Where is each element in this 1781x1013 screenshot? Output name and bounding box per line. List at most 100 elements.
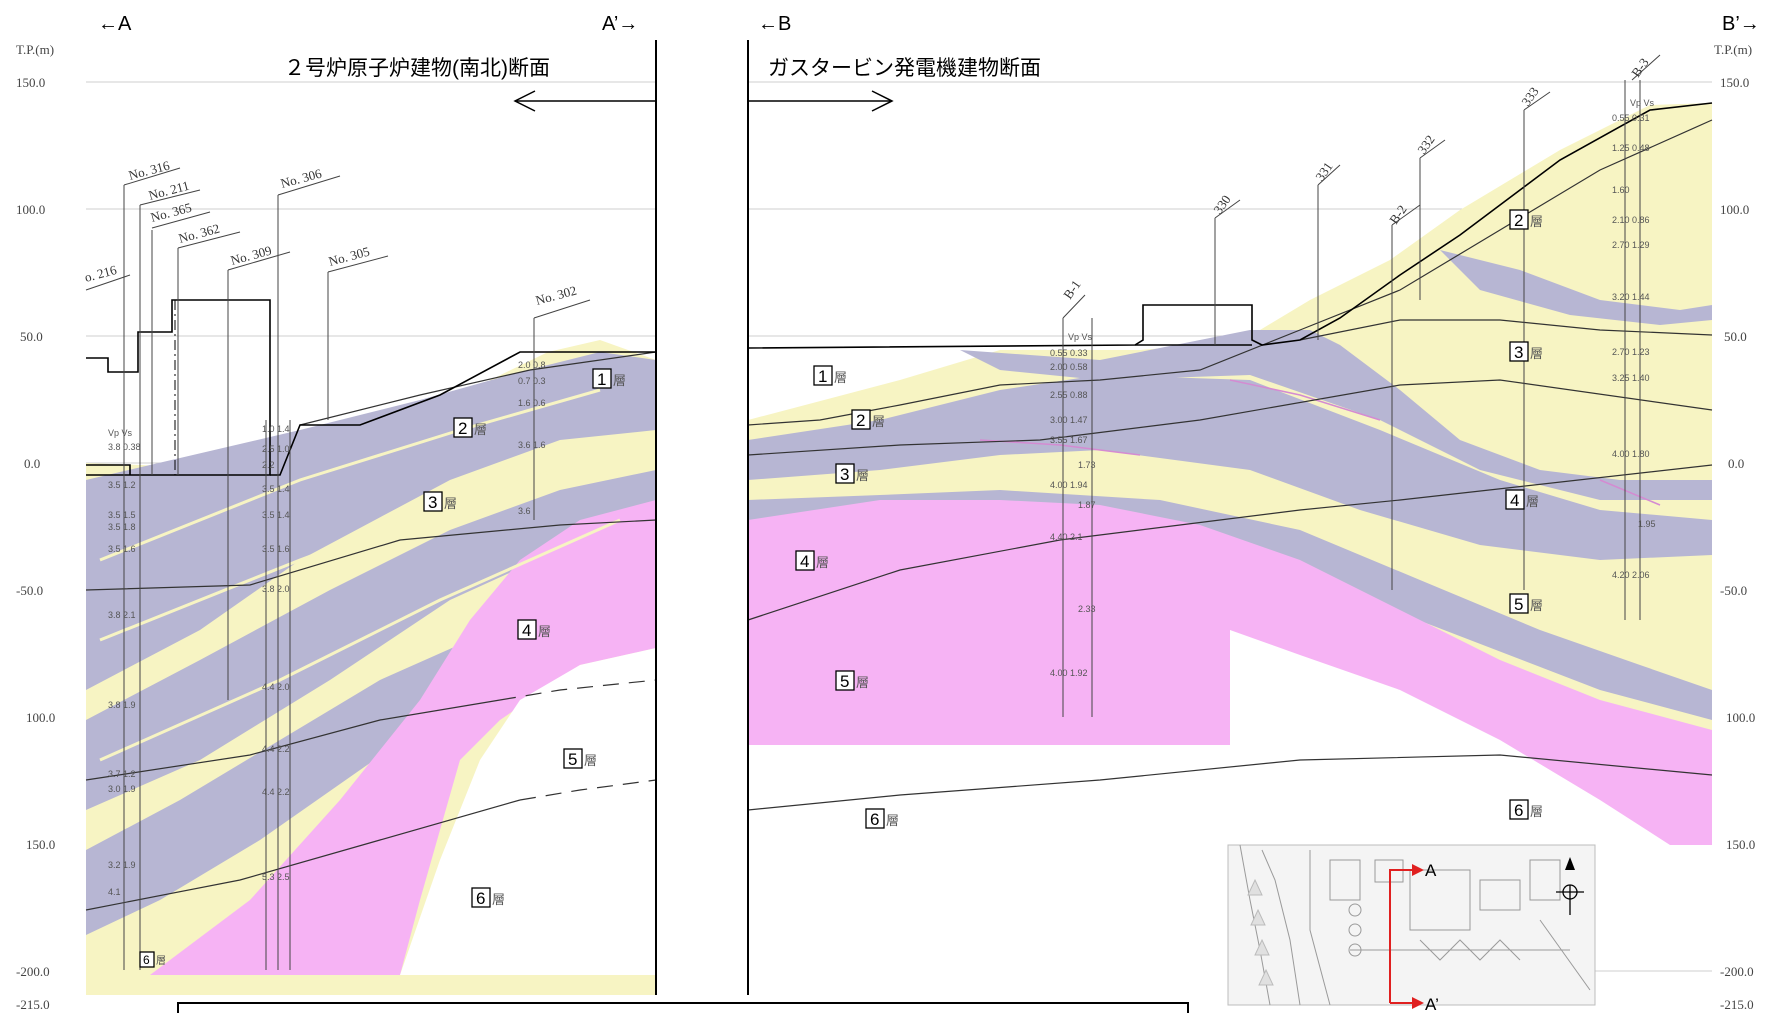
svg-text:4.4 2.2: 4.4 2.2 — [262, 787, 290, 797]
svg-text:1.25 0.48: 1.25 0.48 — [1612, 143, 1650, 153]
velocity-table-left-c: 2.0 0.8 0.7 0.3 1.6 0.6 3.6 1.6 3.6 — [518, 360, 546, 516]
header-b-right: B’→ — [1722, 13, 1760, 35]
left-layer-labels: 1 層 2 層 3 層 4 層 5 層 6 層 6 — [139, 368, 626, 968]
borehole-label-316: No. 316 — [127, 157, 172, 182]
borehole-label-305: No. 305 — [327, 244, 371, 269]
svg-text:6: 6 — [143, 953, 150, 967]
inset-arrow-a-prime-icon — [1412, 997, 1424, 1009]
right-layer-label-3-upper: 3 層 — [1509, 341, 1543, 362]
axis-left-tick-2: 100.0 — [16, 202, 45, 217]
svg-text:層: 層 — [444, 496, 457, 511]
svg-text:2: 2 — [458, 419, 467, 438]
svg-text:4.40 2.1: 4.40 2.1 — [1050, 532, 1083, 542]
borehole-label-b2: B-2 — [1386, 202, 1409, 227]
svg-text:2.33: 2.33 — [1078, 604, 1096, 614]
right-layer-label-5-upper: 5 層 — [1509, 593, 1543, 614]
svg-text:1: 1 — [818, 367, 827, 386]
inset-arrow-a-icon — [1412, 864, 1424, 876]
svg-text:3: 3 — [1514, 343, 1523, 362]
svg-text:2.5 1.0: 2.5 1.0 — [262, 444, 290, 454]
caption-box — [177, 1002, 1189, 1013]
svg-text:1.0 1.4: 1.0 1.4 — [262, 424, 290, 434]
svg-text:3.8 0.38: 3.8 0.38 — [108, 442, 141, 452]
inset-label-a-prime: A’ — [1425, 995, 1439, 1013]
right-layer-label-4-upper: 4 層 — [1505, 489, 1539, 510]
right-surface-outline — [747, 102, 1713, 349]
right-layer-white — [1230, 630, 1670, 845]
borehole-label-333: 333 — [1518, 84, 1541, 109]
svg-text:3.5 1.5: 3.5 1.5 — [108, 510, 136, 520]
left-layer-label-6: 6 層 — [471, 887, 505, 908]
axis-left-tick-3: 50.0 — [20, 329, 43, 344]
velocity-table-b3: Vp Vs 0.55 0.31 1.25 0.48 1.60 2.10 0.86… — [1612, 98, 1656, 580]
axis-right-tick-6: 100.0 — [1726, 710, 1755, 725]
borehole-label-309: No. 309 — [229, 243, 273, 268]
svg-text:層: 層 — [538, 624, 551, 639]
right-section-title: ガスタービン発電機建物断面 — [768, 57, 1041, 80]
right-layer-label-5: 5 層 — [835, 670, 869, 691]
svg-text:1.87: 1.87 — [1078, 500, 1096, 510]
svg-text:層: 層 — [872, 414, 885, 429]
svg-text:3.6: 3.6 — [518, 506, 531, 516]
left-building-outline — [86, 299, 656, 476]
svg-text:3.0 1.9: 3.0 1.9 — [108, 784, 136, 794]
svg-text:1.95: 1.95 — [1638, 519, 1656, 529]
axis-left-tick-1: 150.0 — [16, 75, 45, 90]
svg-text:2: 2 — [1514, 211, 1523, 230]
axis-right-tick-9: -215.0 — [1720, 997, 1754, 1012]
svg-text:Vp Vs: Vp Vs — [108, 428, 133, 438]
left-layer-purple-3 — [86, 590, 656, 935]
axis-left-tick-6: 100.0 — [26, 710, 55, 725]
right-borehole-lines — [1062, 80, 1641, 717]
borehole-label-306: No. 306 — [279, 165, 324, 190]
svg-text:0.55 0.33: 0.55 0.33 — [1050, 348, 1088, 358]
right-layer-labels: 1 層 2 層 3 層 4 層 5 層 6 層 2 — [795, 209, 1543, 829]
svg-text:4.00 1.94: 4.00 1.94 — [1050, 480, 1088, 490]
svg-text:3.2 1.9: 3.2 1.9 — [108, 860, 136, 870]
axis-right-tick-5: -50.0 — [1720, 583, 1747, 598]
axis-right-tick-3: 50.0 — [1724, 329, 1747, 344]
svg-text:3.00 1.47: 3.00 1.47 — [1050, 415, 1088, 425]
svg-text:6: 6 — [476, 889, 485, 908]
svg-text:5: 5 — [840, 672, 849, 691]
axis-right-tick-1: 150.0 — [1720, 75, 1749, 90]
left-layer-label-2: 2 層 — [453, 417, 487, 438]
svg-text:5: 5 — [1514, 595, 1523, 614]
svg-text:5: 5 — [568, 750, 577, 769]
svg-text:4.4 2.0: 4.4 2.0 — [262, 682, 290, 692]
left-layer-label-1: 1 層 — [592, 368, 626, 389]
left-contact-lines — [85, 351, 657, 911]
axis-left-tick-4: 0.0 — [24, 456, 40, 471]
svg-text:2: 2 — [856, 411, 865, 430]
axis-right-tick-2: 100.0 — [1720, 202, 1749, 217]
right-layer-label-4: 4 層 — [795, 550, 829, 571]
svg-text:2.70 1.23: 2.70 1.23 — [1612, 347, 1650, 357]
right-layer-label-6-upper: 6 層 — [1509, 799, 1543, 820]
axis-right-tick-7: 150.0 — [1726, 837, 1755, 852]
svg-text:2.10 0.86: 2.10 0.86 — [1612, 215, 1650, 225]
svg-text:6: 6 — [870, 810, 879, 829]
left-layer-white — [400, 648, 656, 975]
svg-text:3.7 1.2: 3.7 1.2 — [108, 769, 136, 779]
svg-text:3: 3 — [428, 493, 437, 512]
axis-right-tick-8: -200.0 — [1720, 964, 1754, 979]
svg-text:1.60: 1.60 — [1612, 185, 1630, 195]
right-layer-label-3: 3 層 — [835, 463, 869, 484]
svg-text:1.73: 1.73 — [1078, 460, 1096, 470]
svg-text:3.6 1.6: 3.6 1.6 — [518, 440, 546, 450]
svg-text:層: 層 — [492, 892, 505, 907]
left-layer-label-5: 5 層 — [563, 748, 597, 769]
borehole-label-330: 330 — [1210, 192, 1233, 217]
inset-section-line — [1389, 869, 1415, 1004]
svg-text:Vp Vs: Vp Vs — [1068, 332, 1093, 342]
left-layer-purple-2 — [86, 470, 656, 810]
left-layer-label-6-small: 6 層 — [139, 951, 166, 968]
svg-text:層: 層 — [613, 373, 626, 388]
svg-text:3.25 1.40: 3.25 1.40 — [1612, 373, 1650, 383]
right-layer-purple-1 — [748, 375, 1712, 560]
borehole-label-b1: B-1 — [1060, 277, 1083, 302]
svg-text:層: 層 — [1530, 804, 1543, 819]
axis-right-tick-4: 0.0 — [1728, 456, 1744, 471]
svg-text:4.00 1.92: 4.00 1.92 — [1050, 668, 1088, 678]
